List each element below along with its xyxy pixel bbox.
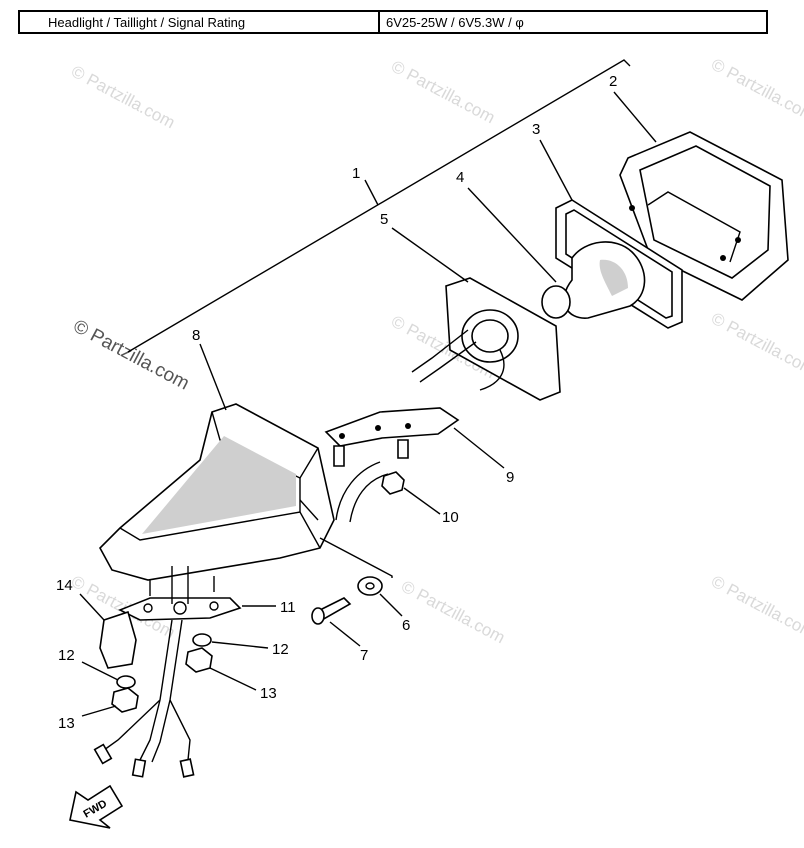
callout-leaders bbox=[199, 91, 657, 469]
callout-6: 6 bbox=[402, 617, 410, 634]
watermark: © Partzilla.com bbox=[398, 577, 508, 648]
callout-4: 4 bbox=[456, 169, 464, 186]
callout-8: 8 bbox=[192, 327, 200, 344]
callout-14: 14 bbox=[56, 577, 73, 594]
spec-table: Headlight / Taillight / Signal Rating 6V… bbox=[18, 10, 768, 34]
callout-10: 10 bbox=[442, 509, 459, 526]
watermark: © Partzilla.com bbox=[708, 572, 804, 643]
part-7-screw bbox=[311, 597, 361, 647]
part-13-nuts bbox=[81, 647, 257, 717]
fwd-arrow: FWD bbox=[69, 784, 124, 829]
part-4-socket-rubber bbox=[541, 241, 646, 319]
callout-5: 5 bbox=[380, 211, 388, 228]
callout-13a: 13 bbox=[260, 685, 277, 702]
callout-2: 2 bbox=[609, 73, 617, 90]
part-11-plate bbox=[118, 566, 276, 621]
spec-value: 6V25-25W / 6V5.3W / φ bbox=[386, 14, 524, 30]
callout-3: 3 bbox=[532, 121, 540, 138]
watermark: © Partzilla.com bbox=[708, 55, 804, 126]
spec-label: Headlight / Taillight / Signal Rating bbox=[20, 12, 380, 32]
part-10-nut bbox=[381, 471, 441, 515]
callout-1: 1 bbox=[352, 165, 360, 182]
callout-13b: 13 bbox=[58, 715, 75, 732]
callout-numbers: 1 2 3 4 5 6 7 8 9 10 11 12 12 13 13 14 bbox=[56, 73, 617, 732]
part-5-base-plate bbox=[411, 277, 561, 401]
callout-12b: 12 bbox=[58, 647, 75, 664]
callout-11: 11 bbox=[280, 599, 296, 616]
watermark: © Partzilla.com bbox=[70, 316, 193, 395]
callout-9: 9 bbox=[506, 469, 514, 486]
callout-7: 7 bbox=[360, 647, 368, 664]
part-14-side-bracket bbox=[79, 593, 137, 669]
part-2-lens-housing bbox=[619, 131, 789, 301]
watermark: © Partzilla.com bbox=[388, 57, 498, 128]
watermark: © Partzilla.com bbox=[708, 309, 804, 380]
callout-12a: 12 bbox=[272, 641, 289, 658]
watermark: © Partzilla.com bbox=[68, 62, 178, 133]
wire-harness bbox=[93, 619, 195, 778]
part-1-line bbox=[127, 59, 631, 353]
part-6-washer bbox=[319, 537, 403, 617]
part-9-bracket bbox=[324, 407, 460, 467]
part-8-lamp-body bbox=[99, 403, 389, 581]
part-12-washers bbox=[81, 633, 269, 689]
